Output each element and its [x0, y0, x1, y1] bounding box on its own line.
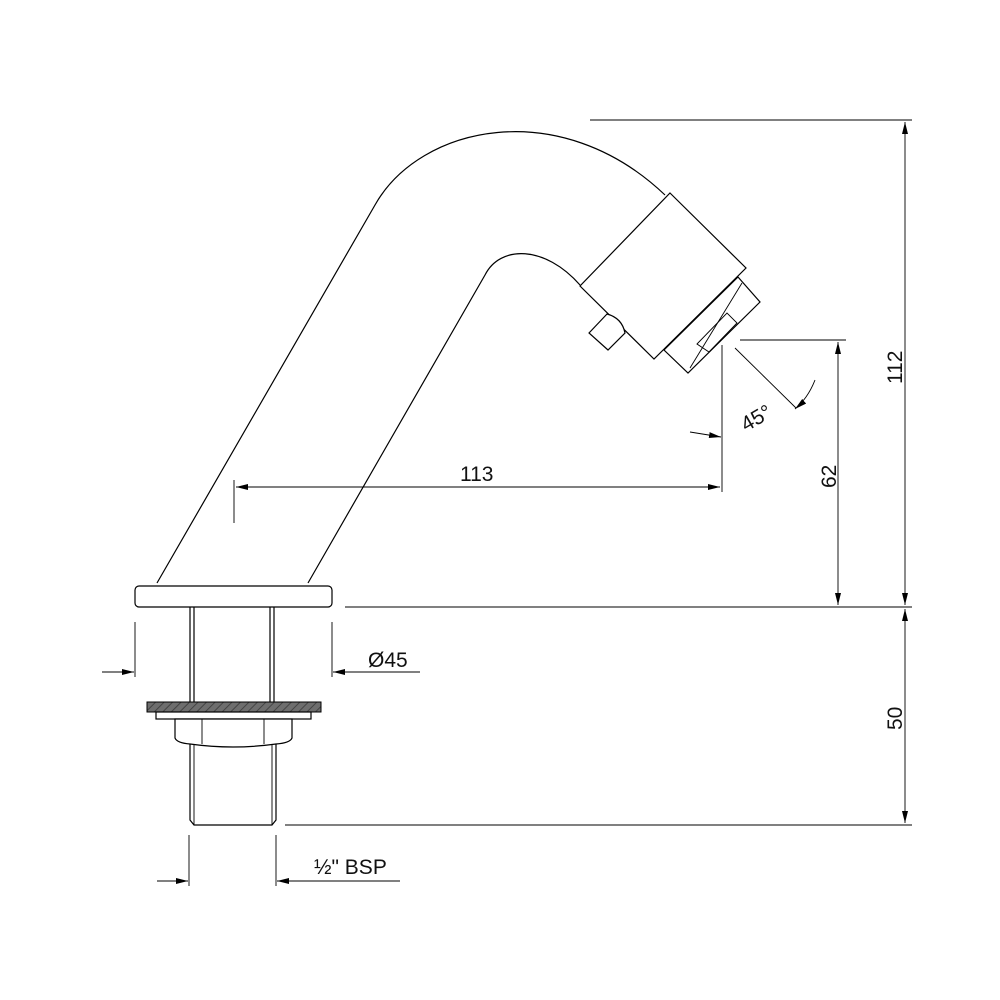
dimension-total-height: 112: [884, 351, 907, 384]
dimension-base-diameter: Ø45: [368, 649, 408, 672]
base-assembly: [134, 585, 333, 826]
dimension-spray-angle: 45°: [737, 401, 776, 437]
sensor-head: [579, 192, 761, 374]
sensor-window: [696, 312, 738, 353]
dimension-thread: ½" BSP: [314, 856, 387, 879]
dimension-lines: [102, 119, 912, 886]
dimension-reach: 113: [460, 463, 493, 486]
lock-nut: [174, 718, 293, 748]
sensor-button: [588, 313, 626, 351]
dimension-outlet-height: 62: [818, 465, 841, 488]
spout: [156, 131, 666, 584]
gasket: [146, 701, 322, 713]
dimension-shank-length: 50: [884, 707, 907, 730]
